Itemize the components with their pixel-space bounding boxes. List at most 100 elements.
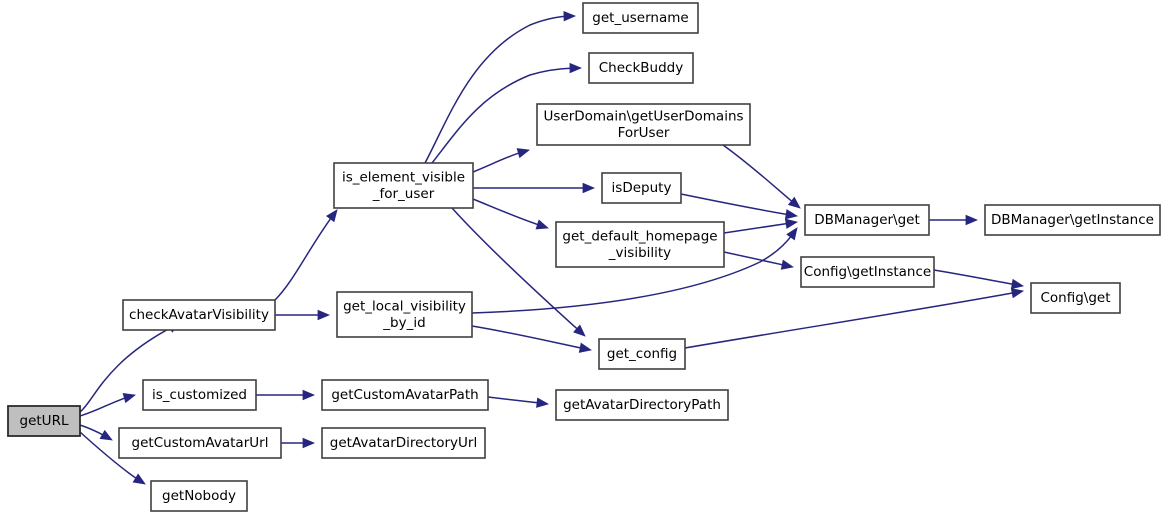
- node-isCustomized[interactable]: is_customized: [142, 379, 257, 411]
- edge-isElementVisible-to-checkBuddy: [431, 67, 582, 164]
- node-label-getCustomAvatarUrl: getCustomAvatarUrl: [132, 435, 269, 451]
- edge-isElementVisible-to-getConfig: [451, 207, 586, 337]
- node-checkBuddy[interactable]: CheckBuddy: [588, 52, 694, 84]
- node-getAvatarDirPath[interactable]: getAvatarDirectoryPath: [555, 389, 729, 421]
- node-isElementVisible[interactable]: is_element_visible_for_user: [333, 162, 474, 209]
- node-label-checkBuddy: CheckBuddy: [599, 60, 683, 76]
- arrowhead-isElementVisible-to-getDefaultHomepage: [535, 219, 549, 230]
- node-configGetInstance[interactable]: Config\getInstance: [800, 256, 935, 288]
- node-label-userDomain: ForUser: [618, 125, 670, 141]
- arrowhead-isDeputy-to-dbManagerGet: [784, 209, 799, 220]
- node-box-isDeputy[interactable]: [601, 172, 682, 204]
- node-dbManagerGet[interactable]: DBManager\get: [804, 204, 930, 236]
- edge-getURL-to-isCustomized: [79, 394, 136, 417]
- node-getUsername[interactable]: get_username: [582, 2, 699, 34]
- node-label-getConfig: get_config: [607, 346, 677, 362]
- edge-getDefaultHomepage-to-configGetInstance: [723, 251, 794, 268]
- node-label-configGetInstance: Config\getInstance: [804, 264, 931, 280]
- node-box-getURL[interactable]: [7, 405, 81, 437]
- node-label-getDefaultHomepage: _visibility: [608, 245, 671, 261]
- node-dbManagerGetInst[interactable]: DBManager\getInstance: [984, 204, 1161, 236]
- edge-getURL-to-checkAvatar: [79, 322, 181, 413]
- node-label-isDeputy: isDeputy: [612, 180, 672, 196]
- node-getNobody[interactable]: getNobody: [150, 480, 248, 512]
- node-label-dbManagerGet: DBManager\get: [814, 212, 920, 228]
- edge-getDefaultHomepage-to-dbManagerGet: [723, 221, 798, 234]
- node-checkAvatar[interactable]: checkAvatarVisibility: [122, 299, 276, 331]
- edge-getURL-to-getNobody: [79, 431, 146, 485]
- arrowhead-checkAvatar-to-isElementVisible: [325, 209, 338, 223]
- edge-getURL-to-getCustomAvatarUrl: [79, 424, 113, 441]
- node-label-configGet: Config\get: [1040, 290, 1110, 306]
- edge-isDeputy-to-dbManagerGet: [680, 193, 798, 217]
- node-label-getCustomAvatarPath: getCustomAvatarPath: [331, 387, 478, 403]
- edge-checkAvatar-to-isElementVisible: [274, 209, 338, 301]
- arrowhead-getURL-to-isCustomized: [122, 393, 136, 404]
- node-box-checkAvatar[interactable]: [122, 299, 276, 331]
- node-configGet[interactable]: Config\get: [1030, 282, 1121, 314]
- node-label-getDefaultHomepage: get_default_homepage: [562, 228, 717, 244]
- edge-getLocalVisibility-to-dbManagerGet: [471, 227, 798, 314]
- node-getLocalVisibility[interactable]: get_local_visibility_by_id: [336, 291, 473, 338]
- arrowhead-isElementVisible-to-isDeputy: [582, 182, 596, 194]
- arrowhead-isElementVisible-to-getUsername: [563, 11, 577, 22]
- node-box-getLocalVisibility[interactable]: [336, 291, 473, 338]
- node-box-getDefaultHomepage[interactable]: [555, 221, 725, 268]
- node-box-getNobody[interactable]: [150, 480, 248, 512]
- arrowhead-isCustomized-to-getCustomAvatarPath: [302, 389, 316, 401]
- arrowhead-getCustomAvatarPath-to-getAvatarDirPath: [536, 397, 550, 408]
- node-box-getConfig[interactable]: [598, 338, 686, 370]
- edge-getLocalVisibility-to-getConfig: [471, 325, 592, 351]
- node-getCustomAvatarPath[interactable]: getCustomAvatarPath: [321, 379, 489, 411]
- node-label-userDomain: UserDomain\getUserDomains: [543, 108, 743, 124]
- arrowhead-getDefaultHomepage-to-configGetInstance: [780, 259, 795, 270]
- node-box-dbManagerGetInst[interactable]: [984, 204, 1161, 236]
- node-label-getAvatarDirUrl: getAvatarDirectoryUrl: [330, 435, 477, 451]
- node-box-checkBuddy[interactable]: [588, 52, 694, 84]
- edge-isElementVisible-to-getDefaultHomepage: [472, 198, 549, 229]
- node-label-getURL: getURL: [20, 413, 69, 429]
- node-label-isElementVisible: is_element_visible: [342, 169, 465, 185]
- arrowhead-isElementVisible-to-userDomain: [516, 148, 530, 159]
- node-box-getAvatarDirUrl[interactable]: [321, 427, 486, 459]
- node-isDeputy[interactable]: isDeputy: [601, 172, 682, 204]
- edge-isElementVisible-to-userDomain: [472, 149, 530, 173]
- node-label-checkAvatar: checkAvatarVisibility: [129, 307, 269, 323]
- node-getDefaultHomepage[interactable]: get_default_homepage_visibility: [555, 221, 725, 268]
- node-box-configGet[interactable]: [1030, 282, 1121, 314]
- arrowhead-getDefaultHomepage-to-dbManagerGet: [784, 218, 799, 229]
- node-label-getUsername: get_username: [592, 10, 688, 26]
- node-box-isElementVisible[interactable]: [333, 162, 474, 209]
- node-box-getCustomAvatarPath[interactable]: [321, 379, 489, 411]
- node-label-getLocalVisibility: _by_id: [382, 315, 425, 331]
- node-box-dbManagerGet[interactable]: [804, 204, 930, 236]
- node-box-getCustomAvatarUrl[interactable]: [118, 427, 282, 459]
- node-label-isCustomized: is_customized: [152, 387, 247, 403]
- edge-getConfig-to-configGet: [684, 290, 1024, 349]
- node-getAvatarDirUrl[interactable]: getAvatarDirectoryUrl: [321, 427, 486, 459]
- node-label-getLocalVisibility: get_local_visibility: [343, 298, 466, 314]
- node-box-getAvatarDirPath[interactable]: [555, 389, 729, 421]
- arrowhead-checkAvatar-to-getLocalVisibility: [317, 309, 331, 321]
- edge-isElementVisible-to-getUsername: [424, 15, 576, 164]
- edge-configGetInstance-to-configGet: [933, 269, 1024, 287]
- node-label-isElementVisible: _for_user: [372, 186, 435, 202]
- node-getURL[interactable]: getURL: [7, 405, 81, 437]
- node-box-isCustomized[interactable]: [142, 379, 257, 411]
- arrowhead-getConfig-to-configGet: [1010, 288, 1025, 299]
- edge-userDomain-to-dbManagerGet: [722, 144, 801, 209]
- arrowhead-configGetInstance-to-configGet: [1010, 278, 1025, 290]
- node-getConfig[interactable]: get_config: [598, 338, 686, 370]
- arrowhead-isElementVisible-to-getConfig: [573, 324, 586, 337]
- node-box-getUsername[interactable]: [582, 2, 699, 34]
- arrowhead-getURL-to-getNobody: [132, 473, 146, 485]
- node-getCustomAvatarUrl[interactable]: getCustomAvatarUrl: [118, 427, 282, 459]
- node-box-configGetInstance[interactable]: [800, 256, 935, 288]
- node-label-dbManagerGetInst: DBManager\getInstance: [991, 212, 1154, 228]
- node-box-userDomain[interactable]: [536, 103, 751, 146]
- arrowhead-dbManagerGet-to-dbManagerGetInst: [965, 214, 979, 226]
- arrowhead-isElementVisible-to-checkBuddy: [569, 62, 583, 74]
